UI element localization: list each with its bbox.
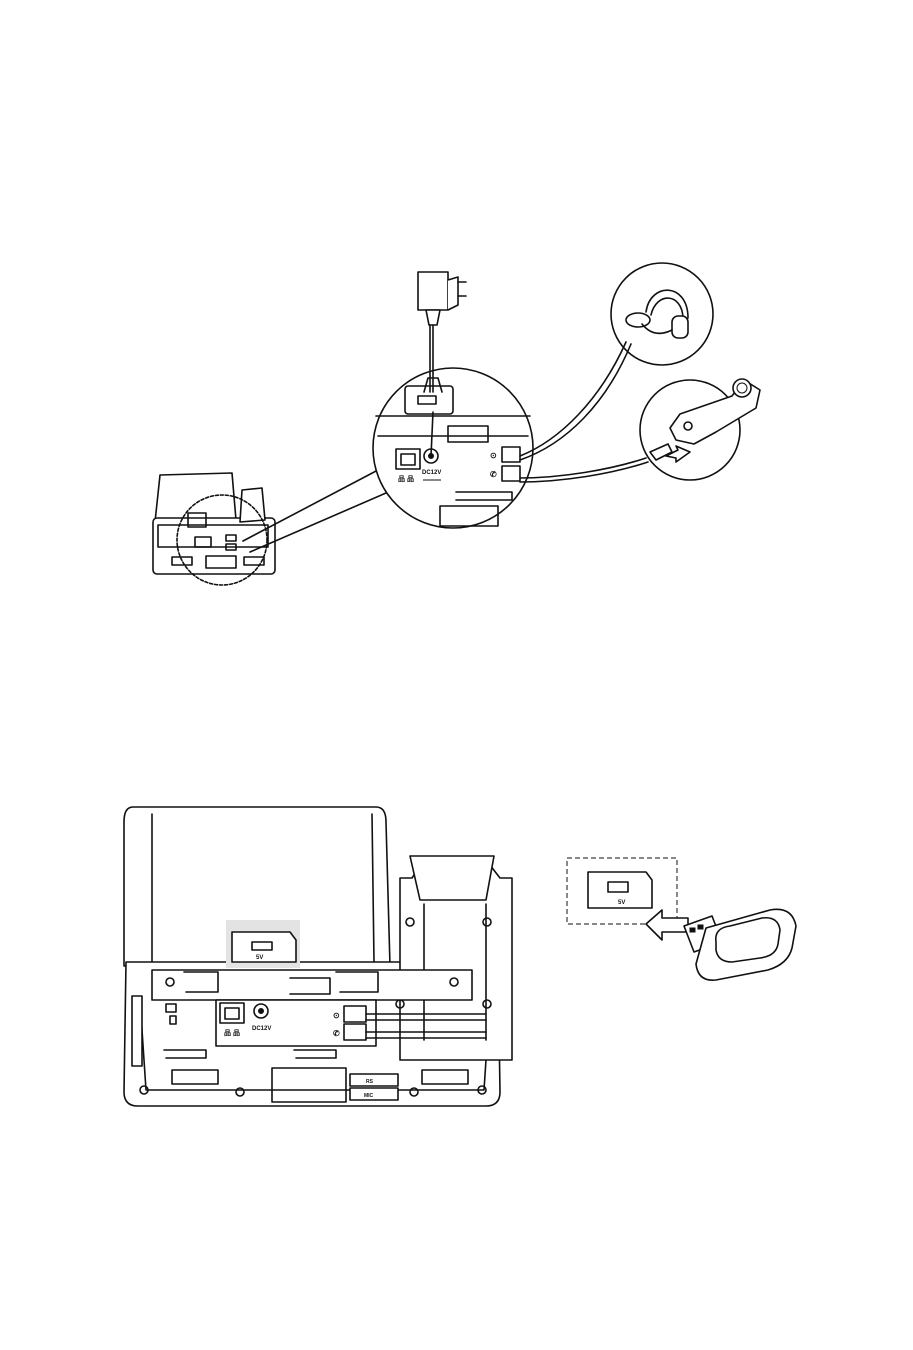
bottom-label-2: MIC [364, 1093, 374, 1099]
handset-port-icon: ✆ [333, 1029, 340, 1038]
power-port-label-bottom: DC12V [252, 1026, 271, 1032]
usb-port-label-zoom: 5V [618, 900, 625, 906]
usb-port-label: 5V [256, 955, 263, 961]
phone-back-view: 5V 品 品 DC12V ⊙ ✆ [124, 807, 512, 1106]
handset-jack-icon: ✆ [490, 470, 497, 479]
power-port-label-top: DC12V [422, 470, 441, 476]
handset-illustration [520, 379, 760, 482]
phone-connection-illustration: 品 品 DC12V ⊙ ✆ [153, 263, 760, 585]
usb-flash-drive-insertion: 5V [567, 858, 796, 980]
phone-overview [153, 470, 386, 585]
headset-port-icon: ⊙ [333, 1011, 340, 1020]
bottom-label-1: RS [366, 1079, 374, 1085]
ethernet-ports-label-bottom: 品 品 [224, 1028, 240, 1037]
port-zoom-circle: 品 品 DC12V ⊙ ✆ [373, 368, 533, 528]
usb-connection-illustration: 5V 品 品 DC12V ⊙ ✆ [124, 807, 796, 1106]
headset-jack-icon: ⊙ [490, 451, 497, 460]
ethernet-ports-label: 品 品 [398, 474, 414, 483]
